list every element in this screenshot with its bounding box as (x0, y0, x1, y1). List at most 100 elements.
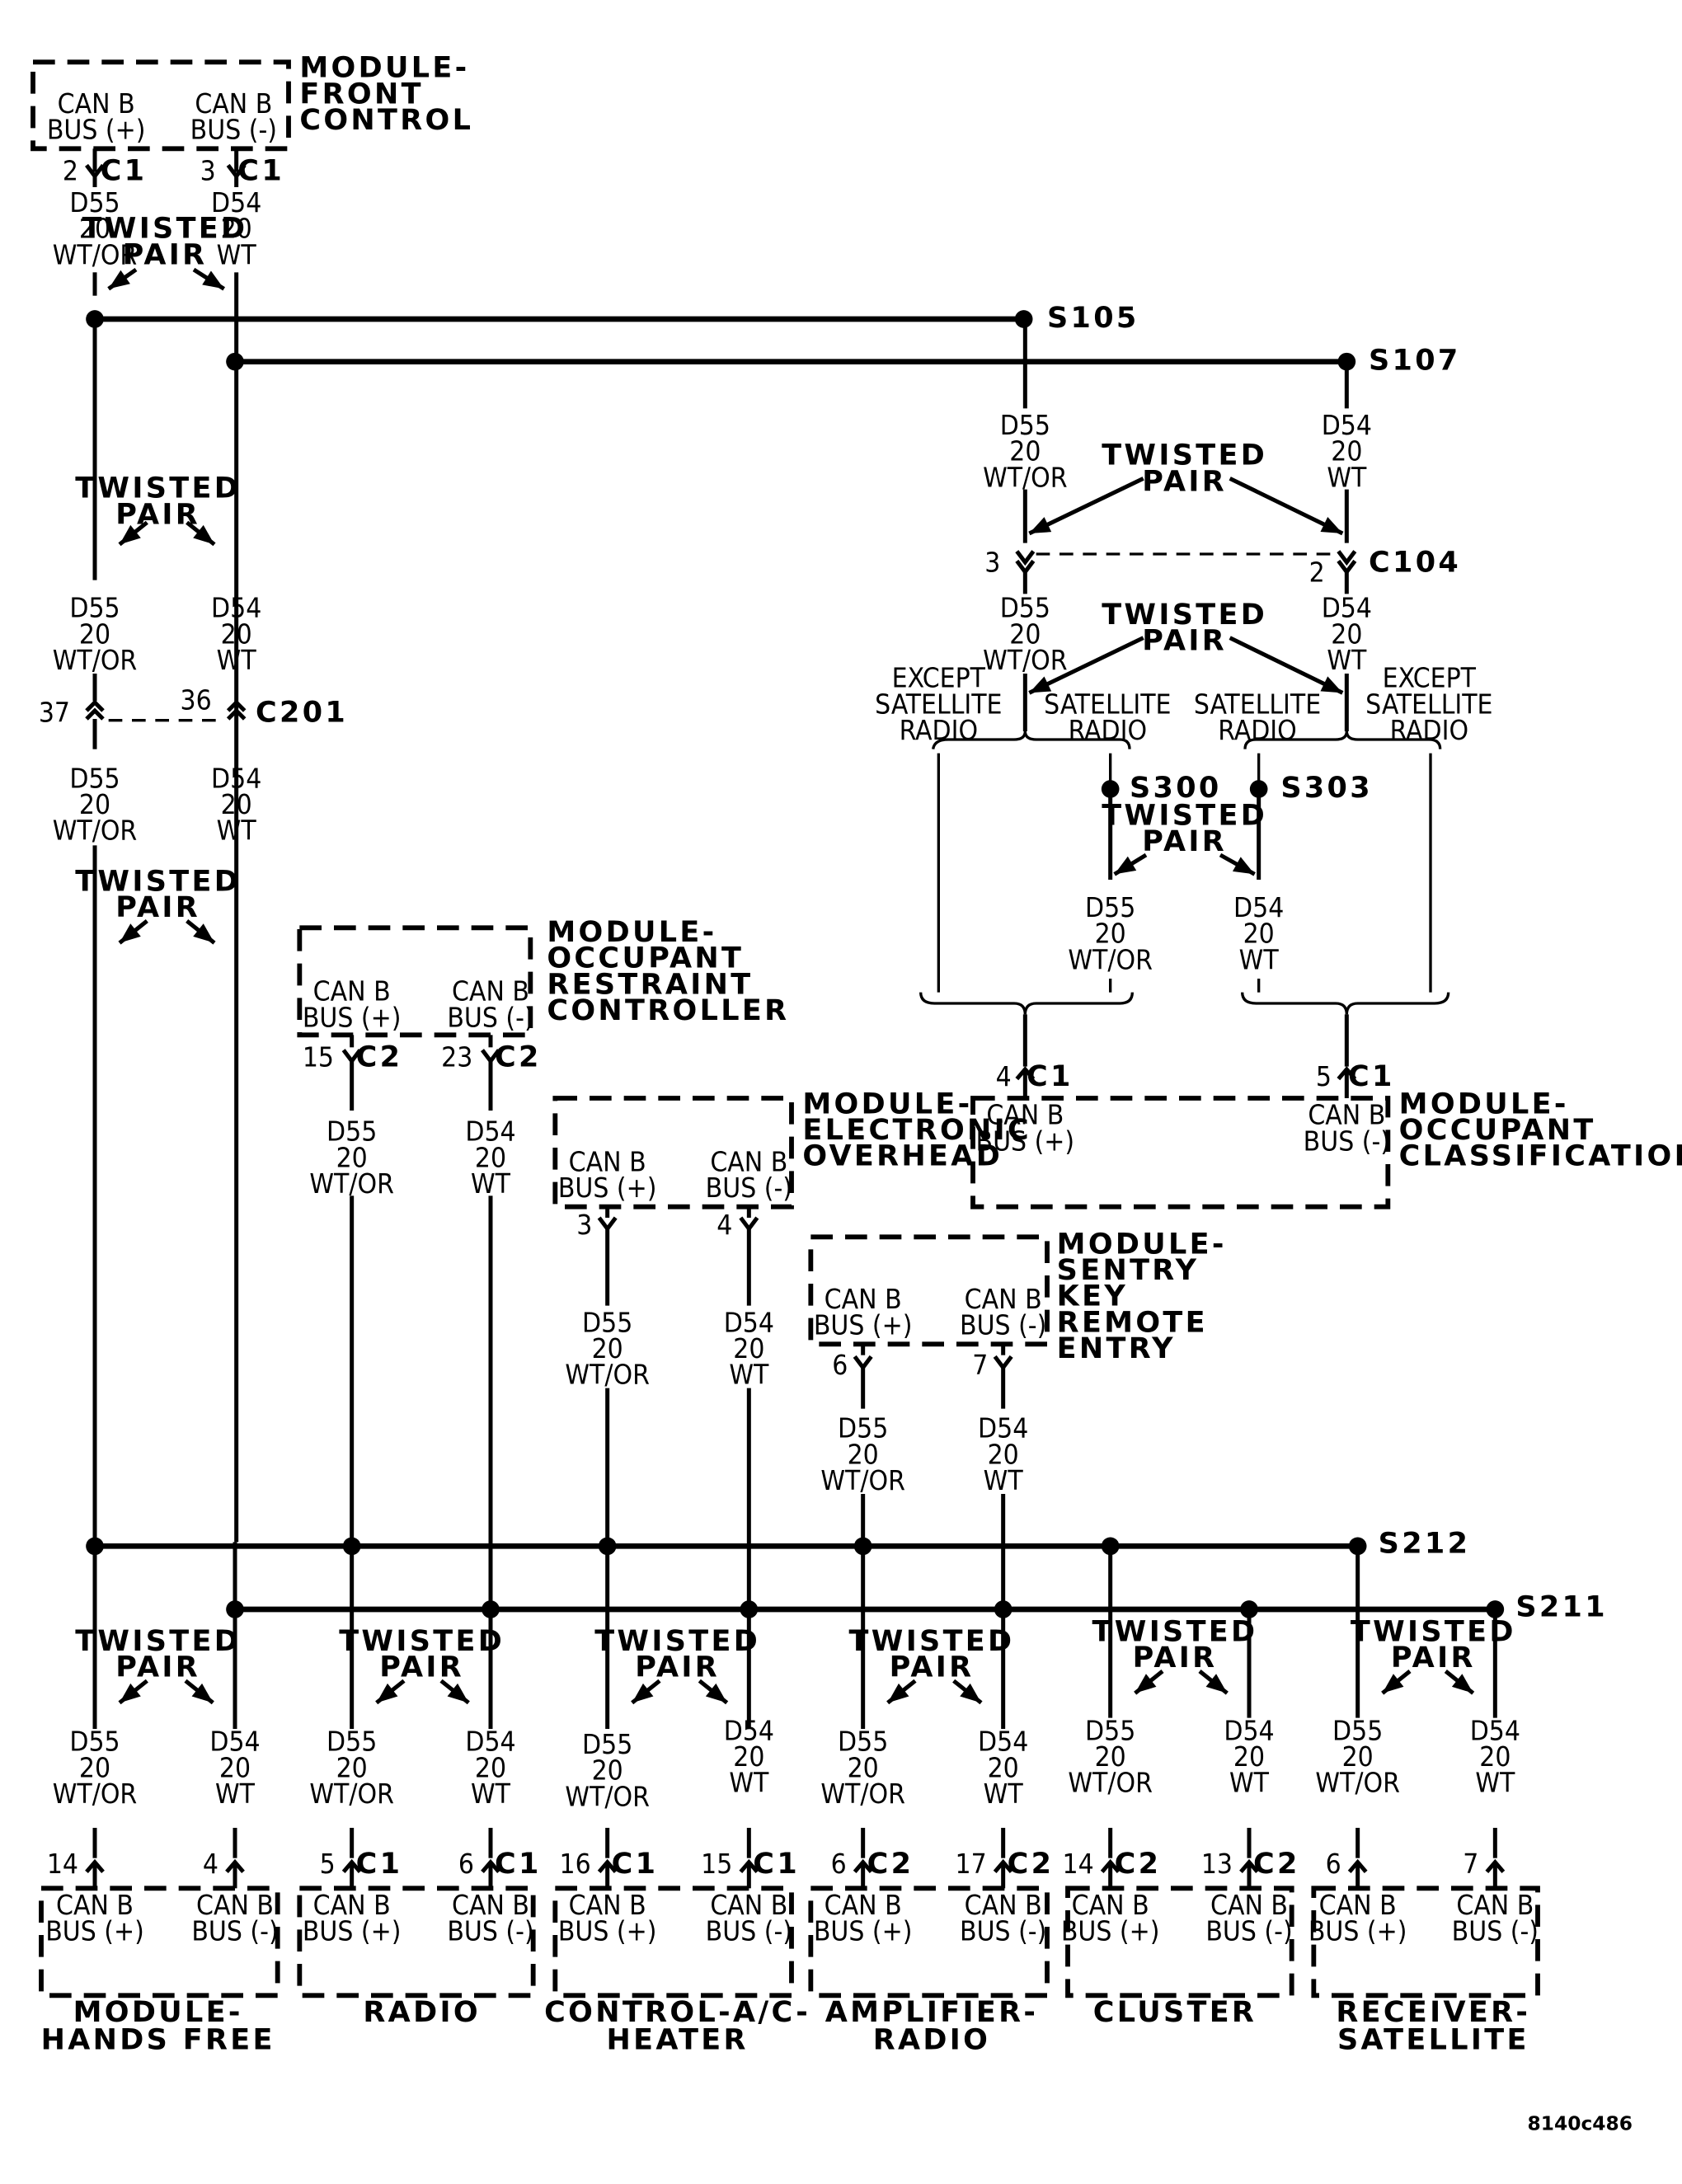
module-front-control-name: MODULE- (299, 52, 469, 85)
wire-gauge-label: 20 (1479, 1740, 1511, 1773)
can-b-label: CAN B (965, 1283, 1042, 1315)
can-b-label: CAN B (313, 1889, 391, 1921)
twisted-pair-arrowhead (1029, 676, 1052, 693)
can-b-label: CAN B (965, 1889, 1042, 1921)
can-b-label: CAN B (452, 975, 529, 1007)
wire-color-label: WT (1475, 1767, 1515, 1799)
connector-c104: C104 (1369, 547, 1461, 580)
can-b-label: CAN B (710, 1889, 787, 1921)
twisted-pair-label: TWISTED (594, 1625, 760, 1658)
twisted-pair-label: PAIR (115, 498, 200, 531)
splice-s300-dot (1101, 780, 1120, 798)
twisted-pair-label: TWISTED (1102, 599, 1267, 632)
twisted-pair-label: PAIR (379, 1651, 464, 1684)
wire-circuit-label: D55 (1000, 592, 1050, 624)
pin-number: 15 (701, 1848, 732, 1880)
wire-color-label: WT/OR (53, 238, 138, 270)
can-b-label: CAN B (1072, 1889, 1149, 1921)
pin-number: 14 (1063, 1848, 1094, 1880)
wire-circuit-label: D55 (69, 762, 120, 794)
wire-color-label: WT (1239, 943, 1280, 975)
module-amplifier-radio-name: AMPLIFIER- (825, 1996, 1039, 2029)
bus-pos-label: BUS (+) (976, 1125, 1075, 1157)
connector-c1: C1 (495, 1848, 542, 1881)
wire-gauge-label: 20 (592, 1754, 623, 1787)
wire-color-label: WT (471, 1167, 511, 1200)
twisted-pair-label: TWISTED (75, 472, 241, 505)
brace-split (1243, 730, 1442, 749)
module-cluster-box (1065, 1886, 1294, 1998)
pin-number: 4 (203, 1848, 218, 1880)
wire-color-label: WT/OR (309, 1167, 394, 1200)
twisted-pair-arrowhead (1451, 1674, 1473, 1693)
twisted-pair-label: TWISTED (1102, 799, 1267, 832)
can-b-label: CAN B (58, 87, 135, 120)
module-sentry-key-name: KEY (1057, 1280, 1128, 1313)
twisted-pair-arrowhead (1382, 1674, 1404, 1693)
wire-gauge-label: 20 (592, 1332, 623, 1364)
wire-circuit-label: D55 (838, 1412, 888, 1444)
pin-number: 16 (560, 1848, 591, 1880)
connector-c1: C1 (1348, 1060, 1395, 1093)
pin-number: 5 (1316, 1060, 1332, 1092)
module-electronic-overhead-name: ELECTRONIC (802, 1114, 1031, 1147)
twisted-pair-arrowhead (632, 1683, 654, 1703)
pin-number: 6 (1326, 1848, 1341, 1880)
twisted-pair-arrowhead (120, 524, 141, 545)
module-occupant-classification-box (970, 1096, 1391, 1209)
wire-color-label: WT (217, 644, 257, 676)
module-hands-free-box (39, 1886, 280, 1998)
twisted-pair-arrow-line (1229, 636, 1344, 695)
connector-c201-symbol (85, 707, 105, 721)
twisted-pair-label: PAIR (1142, 465, 1227, 498)
wire-gauge-label: 20 (1095, 1740, 1126, 1773)
twisted-pair-arrowhead (191, 1683, 214, 1703)
module-sentry-key-name: SENTRY (1057, 1254, 1200, 1287)
connector-c1: C1 (101, 155, 148, 188)
module-occupant-restraint-name: CONTROLLER (547, 994, 789, 1027)
wire-gauge-label: 20 (1095, 918, 1126, 950)
wire-color-label: WT (215, 1778, 256, 1810)
wire-color-label: WT (729, 1767, 769, 1799)
can-b-label: CAN B (825, 1283, 902, 1315)
module-receiver-satellite-name: RECEIVER- (1336, 1996, 1530, 2029)
wire-gauge-label: 20 (1331, 435, 1362, 467)
bus-neg-label: BUS (-) (190, 114, 277, 146)
can-b-label: CAN B (196, 1889, 274, 1921)
wire-circuit-label: D54 (465, 1115, 515, 1148)
connector-c2: C2 (1008, 1848, 1055, 1881)
wire-gauge-label: 20 (848, 1751, 879, 1783)
module-occupant-classification-name: CLASSIFICATION (1399, 1140, 1682, 1173)
module-cluster-name: CLUSTER (1093, 1996, 1257, 2029)
can-b-label: CAN B (569, 1145, 646, 1177)
pin-number: 5 (320, 1848, 336, 1880)
twisted-pair-label: TWISTED (1102, 439, 1267, 472)
except-satellite-radio-label: RADIO (1390, 714, 1469, 746)
twisted-pair-arrowhead (1114, 856, 1137, 875)
connector-c201: C201 (256, 696, 348, 729)
wire-gauge-label: 20 (848, 1438, 879, 1470)
wire-color-label: WT/OR (565, 1359, 650, 1391)
wire-gauge-label: 20 (988, 1438, 1019, 1470)
bus-pos-label: BUS (+) (303, 1001, 402, 1033)
except-satellite-radio-label: SATELLITE (1365, 688, 1492, 720)
twisted-pair-arrowhead (447, 1683, 469, 1703)
wire-circuit-label: D54 (211, 186, 261, 218)
pin-number: 14 (47, 1848, 78, 1880)
wire-gauge-label: 20 (733, 1740, 764, 1773)
connector-c201-symbol (226, 699, 247, 712)
pin-number: 4 (716, 1209, 732, 1241)
splice-s303: S303 (1280, 772, 1373, 805)
wire-color-label: WT/OR (983, 644, 1068, 676)
satellite-radio-label: RADIO (1218, 714, 1297, 746)
wire-color-label: WT (1327, 644, 1367, 676)
connector-c201-symbol (85, 699, 105, 712)
twisted-pair-arrow-line (1028, 477, 1144, 536)
wire-color-label: WT/OR (565, 1780, 650, 1812)
twisted-pair-label: PAIR (1133, 1642, 1218, 1674)
bus-neg-label: BUS (-) (447, 1915, 533, 1947)
wire-circuit-label: D54 (1233, 891, 1284, 923)
wire-gauge-label: 20 (1331, 618, 1362, 650)
twisted-pair-label: PAIR (1391, 1642, 1476, 1674)
